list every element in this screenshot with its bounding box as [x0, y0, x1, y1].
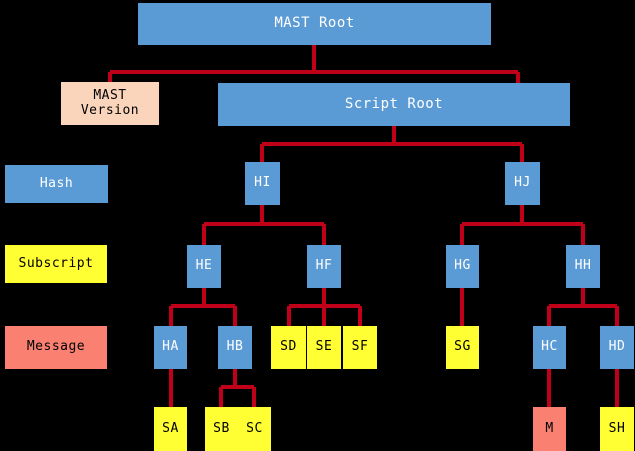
node-hf[interactable]: HF — [307, 245, 341, 288]
legend-message: Message — [5, 326, 107, 369]
legend-subscript: Subscript — [5, 245, 107, 283]
node-ha[interactable]: HA — [154, 326, 187, 369]
node-m[interactable]: M — [533, 407, 566, 451]
node-sc[interactable]: SC — [238, 407, 271, 451]
legend-hash: Hash — [5, 165, 108, 203]
node-hc[interactable]: HC — [533, 326, 566, 369]
node-mast-version[interactable]: MAST Version — [61, 82, 159, 125]
node-sb[interactable]: SB — [205, 407, 238, 451]
node-hb[interactable]: HB — [218, 326, 252, 369]
node-script-root[interactable]: Script Root — [218, 83, 570, 126]
node-hh[interactable]: HH — [566, 245, 600, 288]
node-he[interactable]: HE — [187, 245, 221, 288]
node-sd[interactable]: SD — [271, 326, 306, 369]
node-sf[interactable]: SF — [343, 326, 377, 369]
node-mast-root[interactable]: MAST Root — [138, 3, 491, 45]
node-hd[interactable]: HD — [600, 326, 634, 369]
node-sa[interactable]: SA — [154, 407, 187, 451]
node-sh[interactable]: SH — [600, 407, 634, 451]
node-hj[interactable]: HJ — [505, 162, 540, 205]
node-sg[interactable]: SG — [446, 326, 479, 369]
node-se[interactable]: SE — [307, 326, 341, 369]
node-hg[interactable]: HG — [446, 245, 479, 288]
node-hi[interactable]: HI — [245, 162, 280, 205]
